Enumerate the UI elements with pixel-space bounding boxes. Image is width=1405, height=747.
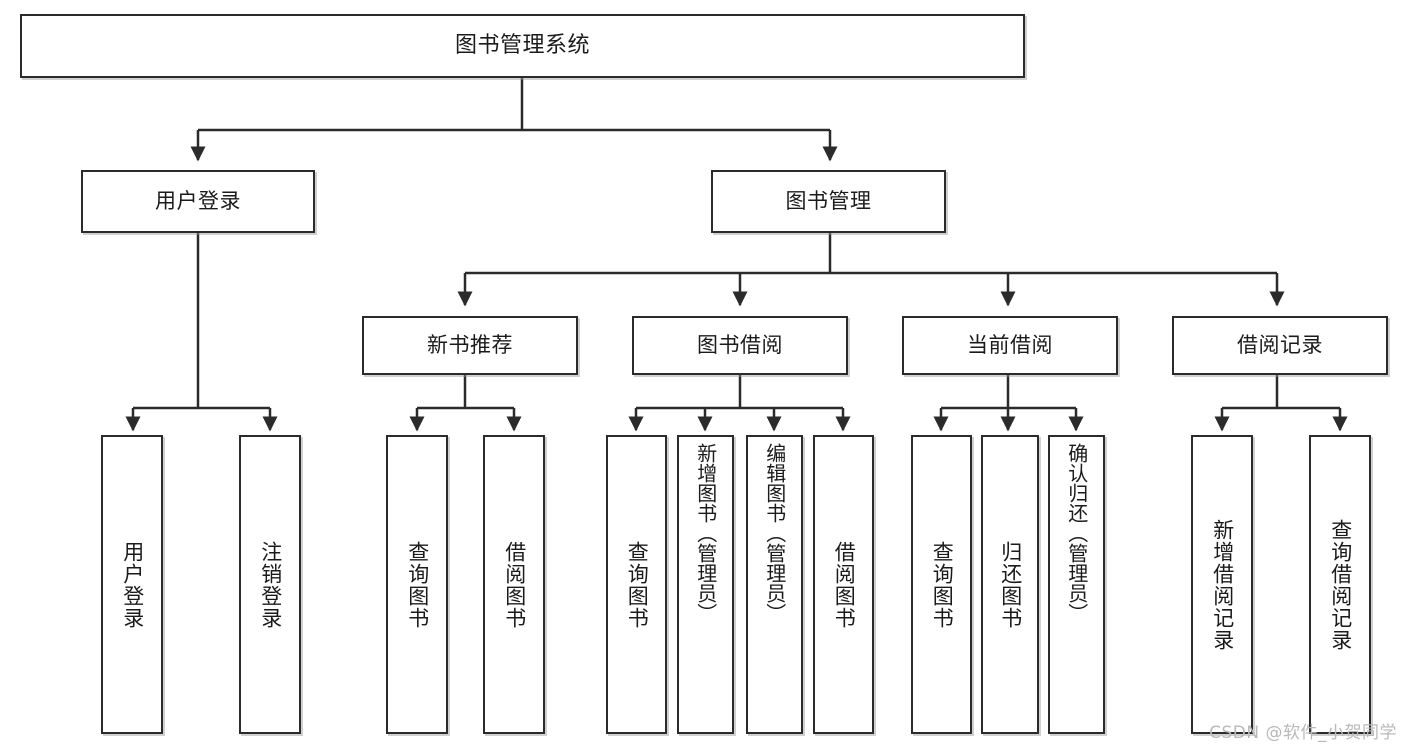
node-user-login[interactable]: 用户登录 <box>81 170 315 233</box>
leaf-query-book-recommend[interactable]: 查询图书 <box>386 435 448 734</box>
leaf-confirm-return-admin[interactable]: 确认归还（管理员） <box>1048 435 1105 734</box>
node-current-borrow-label: 当前借阅 <box>967 333 1053 358</box>
leaf-add-book-admin-label: 新增图书（管理员） <box>693 443 718 623</box>
node-root-label: 图书管理系统 <box>454 33 590 59</box>
leaf-edit-book-admin-label: 编辑图书（管理员） <box>762 443 787 623</box>
leaf-borrow-book-label: 借阅图书 <box>832 540 857 629</box>
leaf-query-book-borrow-label: 查询图书 <box>625 540 650 629</box>
node-user-login-label: 用户登录 <box>155 189 241 214</box>
leaf-query-book-borrow[interactable]: 查询图书 <box>606 435 667 734</box>
leaf-confirm-return-admin-label: 确认归还（管理员） <box>1064 443 1089 623</box>
leaf-user-login-label: 用户登录 <box>120 540 145 629</box>
node-current-borrow[interactable]: 当前借阅 <box>902 316 1118 375</box>
leaf-borrow-book-recommend-label: 借阅图书 <box>502 540 527 629</box>
node-book-management-label: 图书管理 <box>785 189 872 214</box>
leaf-query-book-current-label: 查询图书 <box>930 540 955 629</box>
leaf-add-book-admin[interactable]: 新增图书（管理员） <box>677 435 734 734</box>
leaf-return-book[interactable]: 归还图书 <box>981 435 1039 734</box>
node-borrow-record[interactable]: 借阅记录 <box>1172 316 1388 375</box>
leaf-logout[interactable]: 注销登录 <box>239 435 301 734</box>
leaf-edit-book-admin[interactable]: 编辑图书（管理员） <box>746 435 803 734</box>
node-borrow-record-label: 借阅记录 <box>1237 333 1323 358</box>
node-new-book-recommend-label: 新书推荐 <box>427 333 513 358</box>
leaf-add-borrow-record[interactable]: 新增借阅记录 <box>1191 435 1253 734</box>
leaf-query-book-current[interactable]: 查询图书 <box>911 435 972 734</box>
node-book-borrow-label: 图书借阅 <box>697 333 783 358</box>
leaf-logout-label: 注销登录 <box>258 540 283 629</box>
leaf-user-login[interactable]: 用户登录 <box>101 435 163 734</box>
leaf-return-book-label: 归还图书 <box>998 540 1023 629</box>
node-root[interactable]: 图书管理系统 <box>20 14 1025 78</box>
node-book-borrow[interactable]: 图书借阅 <box>632 316 848 375</box>
leaf-add-borrow-record-label: 新增借阅记录 <box>1210 518 1235 651</box>
leaf-query-borrow-record-label: 查询借阅记录 <box>1328 518 1353 651</box>
leaf-borrow-book[interactable]: 借阅图书 <box>813 435 874 734</box>
node-new-book-recommend[interactable]: 新书推荐 <box>362 316 578 375</box>
leaf-query-borrow-record[interactable]: 查询借阅记录 <box>1309 435 1371 734</box>
node-book-management[interactable]: 图书管理 <box>711 170 946 233</box>
leaf-borrow-book-recommend[interactable]: 借阅图书 <box>483 435 545 734</box>
leaf-query-book-recommend-label: 查询图书 <box>405 540 430 629</box>
